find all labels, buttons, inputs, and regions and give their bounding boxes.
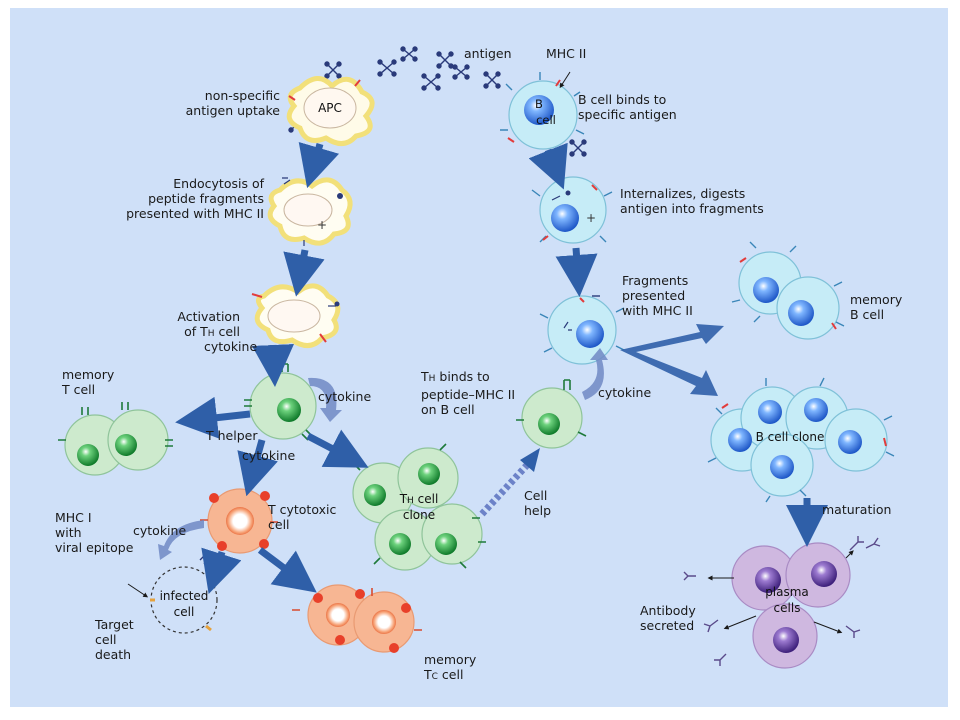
- infected-cell-text-2: cell: [174, 605, 195, 619]
- antibody-arrows: [707, 550, 854, 634]
- label-cell-help: Cell help: [524, 488, 552, 518]
- label-endocytosis: Endocytosis of peptide fragments present…: [126, 176, 264, 221]
- label-nonspecific: non-specific antigen uptake: [185, 88, 280, 118]
- flow-arrows: [175, 141, 828, 595]
- label-maturation: maturation: [822, 502, 892, 517]
- cell-help-arrow: [479, 448, 540, 517]
- label-fragments: Fragments presented with MHC II: [622, 273, 693, 318]
- label-internalizes: Internalizes, digests antigen into fragm…: [620, 186, 764, 216]
- apc-activation-cell: [251, 283, 341, 348]
- label-mhc2-top: MHC II: [546, 46, 587, 61]
- label-cytokine-5: cytokine: [133, 523, 187, 538]
- label-t-helper: T helper: [206, 428, 258, 443]
- label-memory-t: memory T cell: [62, 367, 115, 397]
- memory-t-cells: [58, 402, 173, 476]
- label-memory-tc-1: memory: [424, 652, 477, 667]
- memory-b-cells: [731, 241, 845, 340]
- label-activation-2: of T: [184, 324, 208, 339]
- th-binding-cell: [516, 379, 587, 449]
- memory-tc-cells: [292, 584, 422, 653]
- label-mhc1: MHC I with viral epitope: [55, 510, 134, 555]
- pointer-arrows: [127, 71, 571, 598]
- b-cell-text-2: cell: [536, 113, 556, 127]
- label-activation-1: Activation: [177, 309, 240, 324]
- svg-text:+: +: [586, 211, 596, 225]
- apc-endocytosis-cell: +: [267, 177, 353, 246]
- label-memory-tc-2: T: [424, 667, 432, 682]
- label-cytokine-4: cytokine: [242, 448, 296, 463]
- apc-text: APC: [318, 101, 342, 115]
- plasma-cells-text: plasma: [765, 585, 809, 599]
- label-b-binds: B cell binds to specific antigen: [578, 92, 677, 122]
- label-activation-sub: H: [207, 329, 215, 339]
- label-antigen: antigen: [464, 46, 512, 61]
- plasma-cells: [731, 542, 851, 669]
- label-th-binds: TH binds to peptide–MHC II on B cell: [421, 354, 515, 417]
- label-t-cytotoxic: T cytotoxic cell: [268, 502, 337, 532]
- label-memory-tc-sub: C: [431, 672, 438, 682]
- label-th-binds-sub: H: [428, 374, 436, 384]
- label-th-binds-t: T: [421, 369, 429, 384]
- svg-text:+: +: [317, 218, 327, 232]
- label-th-binds-rest: binds to peptide–MHC II on B cell: [421, 369, 516, 417]
- b-cell-internalizing: +: [531, 176, 613, 244]
- th-cell-clone: [352, 443, 486, 571]
- b-cell-clone: [707, 377, 895, 503]
- t-helper-cell: [244, 363, 317, 441]
- label-target-death: Target cell death: [95, 617, 134, 662]
- label-memory-tc-3: cell: [437, 667, 464, 682]
- label-cytokine-1: cytokine: [204, 339, 258, 354]
- b-cell-text: B: [535, 97, 543, 111]
- antigen-molecules: [288, 46, 587, 157]
- b-cell-initial: [500, 72, 585, 150]
- b-cell-clone-text: B cell clone: [756, 430, 825, 444]
- plasma-cells-text-2: cells: [774, 601, 801, 615]
- th-cell-clone-text: TH cell: [399, 492, 439, 506]
- apc-cell: [286, 76, 375, 146]
- t-cytotoxic-cell: [200, 481, 278, 554]
- b-cell-presenting: [539, 295, 625, 365]
- label-cytokine-2: cytokine: [318, 389, 372, 404]
- antibodies: [683, 536, 881, 666]
- branch-arrows: [620, 324, 724, 396]
- th-cell-clone-text-2: clone: [403, 508, 435, 522]
- label-activation-3: cell: [214, 324, 240, 339]
- label-memory-b: memory B cell: [850, 292, 903, 322]
- label-antibody: Antibody secreted: [640, 603, 696, 633]
- infected-cell-text: infected: [160, 589, 209, 603]
- label-cytokine-3: cytokine: [598, 385, 652, 400]
- cytokine-arrows: [158, 348, 608, 560]
